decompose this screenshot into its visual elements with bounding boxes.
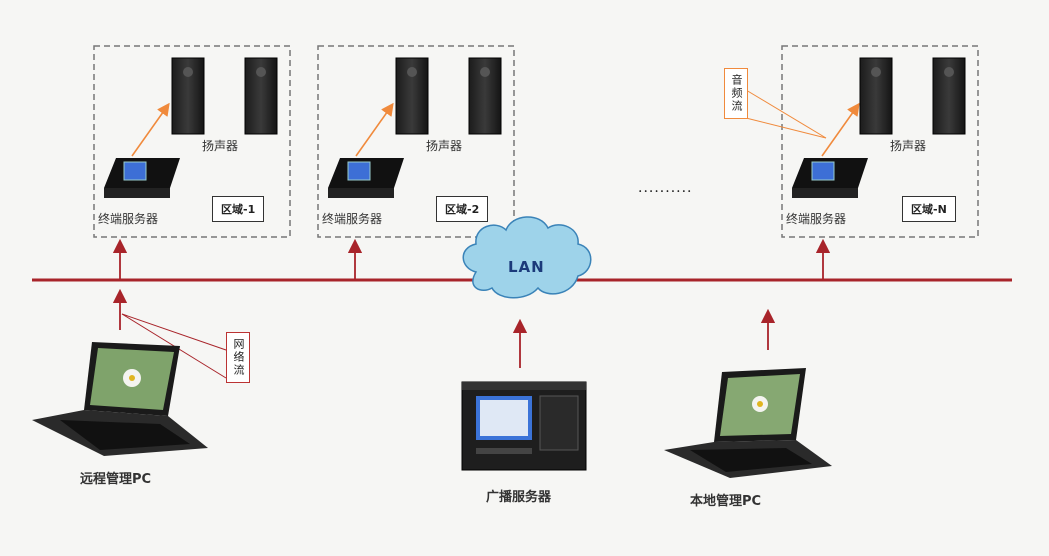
zone-n-server-label: 终端服务器 <box>786 212 847 226</box>
zone-1-speakers <box>171 57 278 135</box>
network-callout-line <box>121 313 227 351</box>
remote-pc-laptop <box>32 342 208 456</box>
lan-label: LAN <box>508 258 545 276</box>
zone-2-speaker-label: 扬声器 <box>426 139 463 153</box>
audio-callout-line <box>745 117 827 139</box>
zone-2-speakers <box>395 57 502 135</box>
zone-2-tag: 区域-2 <box>436 196 489 222</box>
zone-n-box <box>781 45 979 238</box>
zone-n-speakers <box>859 57 966 135</box>
local-pc-laptop <box>664 368 832 478</box>
zone-2-audio-arrow <box>355 102 394 157</box>
network-stream-tag: 网络流 <box>226 332 250 383</box>
broadcast-server-rack <box>461 381 587 471</box>
lan-cloud <box>462 216 592 299</box>
zone-2-box <box>317 45 515 238</box>
broadcast-server-label: 广播服务器 <box>486 490 552 505</box>
zone-2-server-label: 终端服务器 <box>322 212 383 226</box>
zone-n-speaker-label: 扬声器 <box>890 139 927 153</box>
zone-1-server-label: 终端服务器 <box>98 212 159 226</box>
zone-1-tag: 区域-1 <box>212 196 265 222</box>
zone-1-speaker-label: 扬声器 <box>202 139 239 153</box>
zone-1-terminal-server <box>104 158 180 198</box>
zone-n-tag: 区域-N <box>902 196 956 222</box>
zone-1-audio-arrow <box>131 102 170 157</box>
zone-1-box <box>93 45 291 238</box>
zone-n-audio-arrow <box>821 102 860 157</box>
zone-2-terminal-server <box>328 158 404 198</box>
zones-ellipsis: ·········· <box>638 184 693 200</box>
local-pc-label: 本地管理PC <box>690 494 762 509</box>
zone-n-terminal-server <box>792 158 868 198</box>
remote-pc-label: 远程管理PC <box>80 472 152 487</box>
audio-callout-line <box>745 89 827 139</box>
audio-stream-tag: 音频流 <box>724 68 748 119</box>
